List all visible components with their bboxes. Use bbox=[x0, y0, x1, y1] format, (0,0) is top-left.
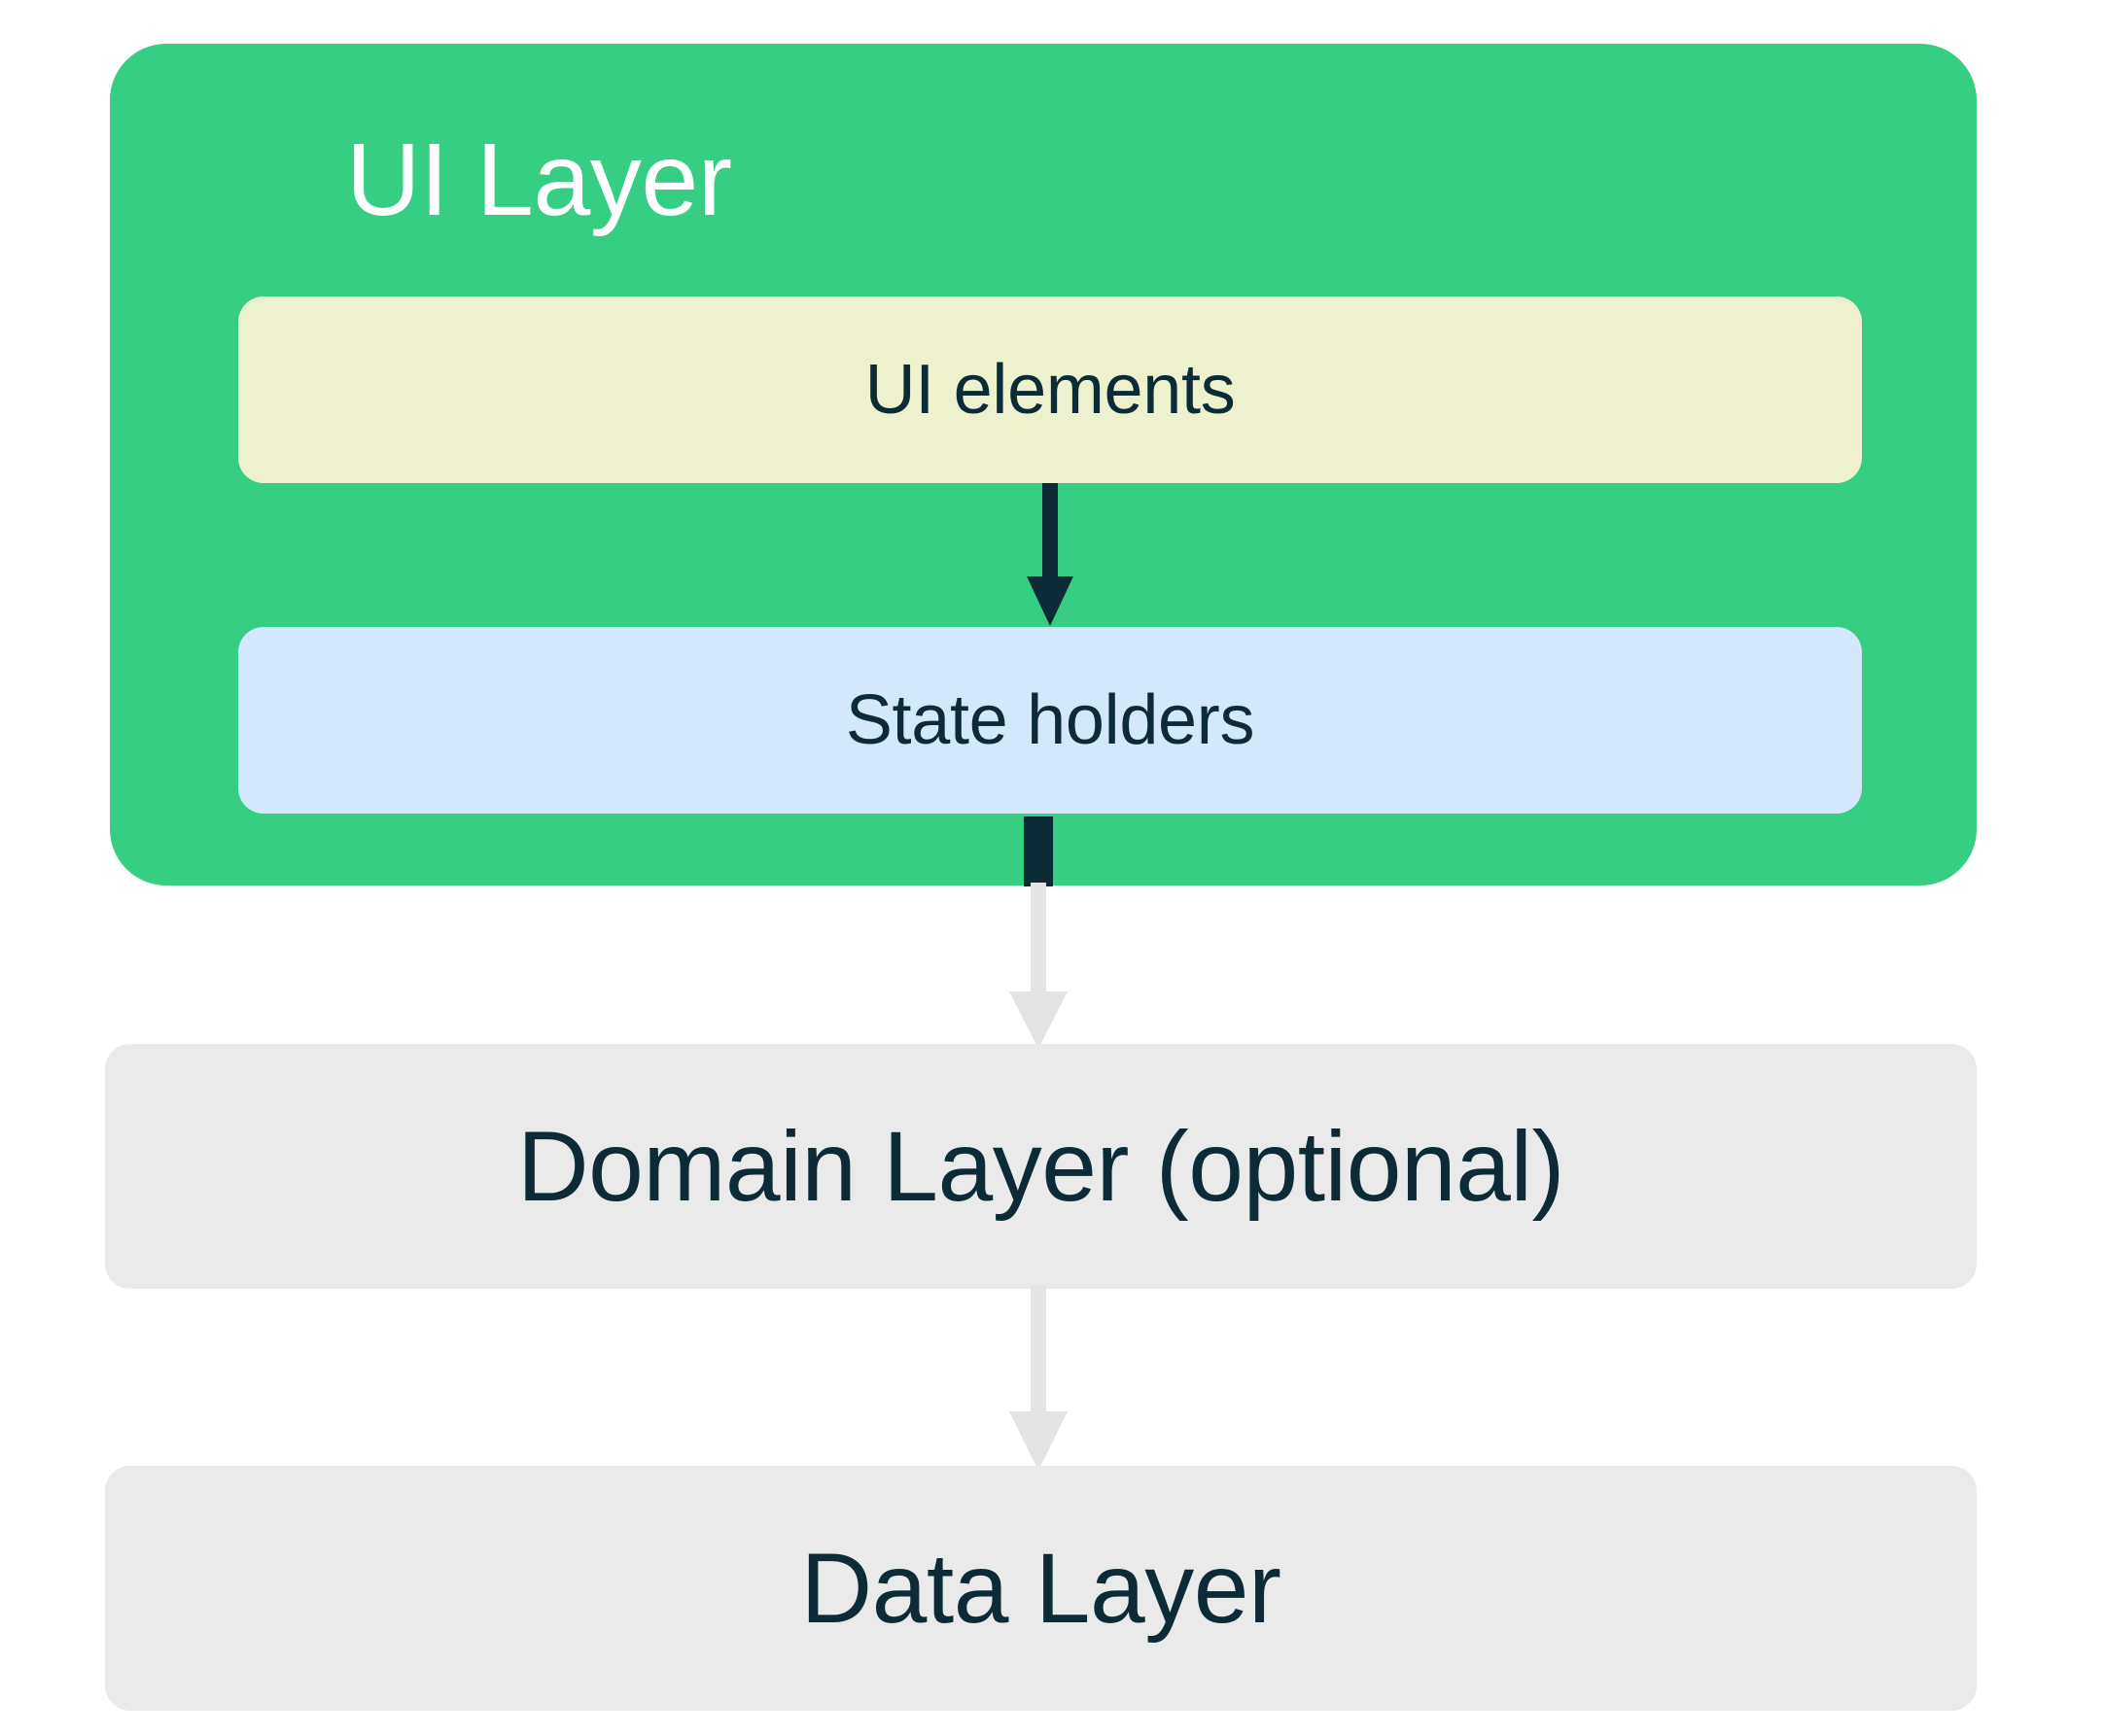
arrow-ui-elements-to-state-holders bbox=[1021, 483, 1079, 627]
ui-elements-box: UI elements bbox=[238, 296, 1862, 483]
domain-layer-label: Domain Layer (optional) bbox=[516, 1111, 1565, 1222]
ui-elements-label: UI elements bbox=[864, 351, 1236, 429]
ui-layer-title: UI Layer bbox=[346, 122, 732, 237]
data-layer-box: Data Layer bbox=[105, 1466, 1977, 1711]
arrow-ui-layer-to-domain-layer bbox=[1001, 883, 1075, 1050]
state-holders-label: State holders bbox=[845, 681, 1255, 759]
arrow-state-holders-stem bbox=[1024, 816, 1053, 886]
state-holders-box: State holders bbox=[238, 627, 1862, 814]
domain-layer-box: Domain Layer (optional) bbox=[105, 1044, 1977, 1289]
arrow-domain-layer-to-data-layer bbox=[1001, 1285, 1075, 1472]
data-layer-label: Data Layer bbox=[800, 1533, 1281, 1644]
ui-layer-container: UI Layer UI elements State holders bbox=[110, 44, 1977, 885]
